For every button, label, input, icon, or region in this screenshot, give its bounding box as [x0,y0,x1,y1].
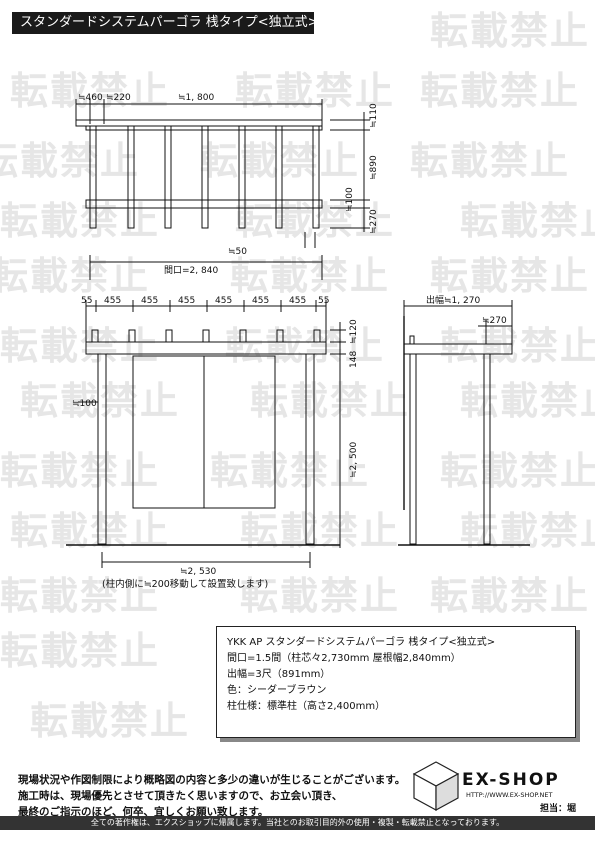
spec-line: YKK AP スタンダードシステムパーゴラ 桟タイプ<独立式> [227,637,496,648]
front-dim-label: 148 [349,351,359,368]
side-post-front [409,353,417,545]
front-note: (柱内側に≒200移動して設置致します) [102,578,268,590]
front-dim-label: 455 [289,296,306,306]
logo-url: HTTP://WWW.EX-SHOP.NET [466,791,553,799]
side-beam [403,343,513,355]
front-dim-label: ≒100 [72,399,97,409]
plan-dim-label: ≒460 [78,93,103,103]
front-beam [85,341,327,355]
logo-cube-icon [412,761,460,812]
front-dim-label: 455 [178,296,195,306]
plan-dim-label: ≒270 [369,209,379,234]
note-line: 施工時は、現場優先とさせて頂きたく思いますので、お立会い頂き、 [18,790,343,802]
front-post-right [305,353,315,545]
plan-dim-label: ≒100 [345,187,355,212]
staff-label: 担当：堀 [540,804,577,814]
spec-line: 色：シーダーブラウン [227,685,327,696]
front-dim-label: ≒120 [349,319,359,344]
plan-beam-lower [85,199,323,209]
note-line: 現場状況や作図制限により概略図の内容と多少の違いが生じることがございます。 [18,774,406,786]
front-dim-ticks [85,300,327,344]
side-depth-label: 出幅≒1, 270 [426,294,480,306]
plan-beam-top-inner [85,125,323,131]
front-dim-label: 55 [318,296,329,306]
front-dim-label: 55 [81,296,92,306]
front-dim-label: 455 [141,296,158,306]
copyright-footer: 全ての著作権は、エクスショップに帰属します。当社とのお取引目的外の使用・複製・転… [0,816,595,830]
spec-line: 出幅=3尺（891mm） [227,669,331,680]
front-post-left [97,353,107,545]
disclaimer-notes: 現場状況や作図制限により概略図の内容と多少の違いが生じることがございます。 施工… [18,772,405,820]
side-post-back [483,353,491,545]
note-line: 最終のご指示のほど、何卒、宜しくお願い致します。 [18,806,269,818]
spec-line: 間口=1.5間（柱芯々2,730mm 屋根幅2,840mm） [227,653,461,664]
front-dim-label: 455 [104,296,121,306]
plan-beam-top [75,119,323,127]
front-dim-label: ≒2, 530 [180,567,216,577]
plan-dim-label: ≒890 [369,155,379,180]
front-dim-label: 455 [252,296,269,306]
front-dim-label: 455 [215,296,232,306]
spec-line: 柱仕様：標準柱（高さ2,400mm） [227,701,386,712]
plan-dim-label: ≒110 [369,103,379,128]
front-dim-label: ≒2, 500 [349,442,359,478]
plan-dim-label: ≒50 [228,247,247,257]
plan-width-label: 間口=2, 840 [164,265,218,276]
spec-box: YKK AP スタンダードシステムパーゴラ 桟タイプ<独立式> 間口=1.5間（… [216,626,576,738]
front-rafter-ends [91,329,321,343]
plan-dim-label: ≒1, 800 [178,93,214,103]
plan-dim-label: ≒220 [106,93,131,103]
logo-name: EX-SHOP [462,770,560,790]
page-title: スタンダードシステムパーゴラ 桟タイプ<独立式> [12,12,314,34]
side-dim-label: ≒270 [482,316,507,326]
plan-rafters [89,125,320,229]
